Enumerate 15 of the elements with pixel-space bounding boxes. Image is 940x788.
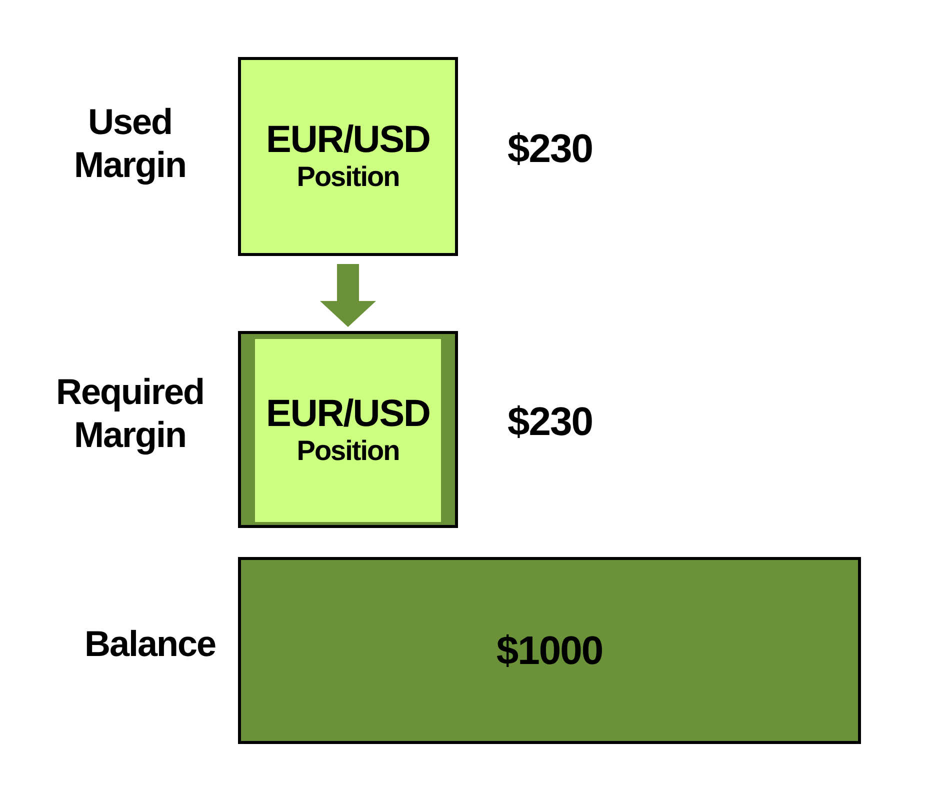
amount-label: $1000 (496, 628, 603, 672)
position-label: Position (296, 162, 400, 193)
row-label: Used Margin (72, 100, 187, 186)
position-box (238, 331, 458, 528)
balance-bar (238, 557, 861, 744)
row-label: Required Margin (54, 370, 206, 456)
position-label: Position (296, 436, 400, 467)
pair-label: EUR/USD (266, 120, 430, 162)
position-box (238, 57, 458, 256)
amount-label: $230 (506, 126, 594, 173)
amount-label: $230 (506, 399, 594, 446)
arrow (320, 264, 376, 327)
inner-box (255, 339, 441, 522)
pair-label: EUR/USD (266, 394, 430, 436)
row-label: Balance (83, 622, 217, 666)
